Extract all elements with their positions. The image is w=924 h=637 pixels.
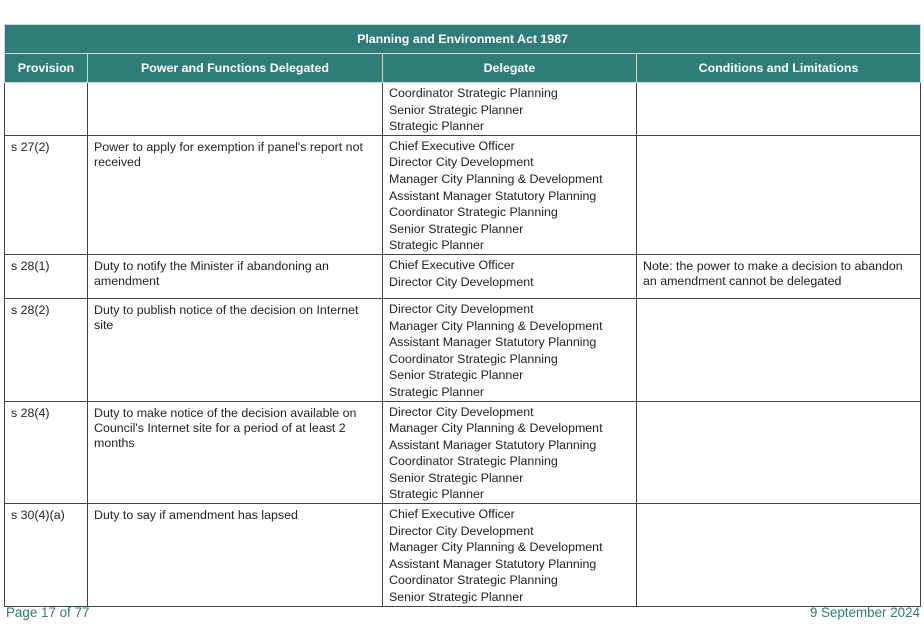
delegate-item: Coordinator Strategic Planning — [389, 351, 558, 366]
delegate-item: Director City Development — [389, 274, 534, 289]
provision-cell: s 27(2) — [4, 134, 88, 255]
power-cell: Power to apply for exemption if panel's … — [87, 134, 383, 255]
conditions-cell — [635, 297, 922, 402]
delegate-item: Senior Strategic Planner — [389, 221, 524, 236]
power-cell: Duty to say if amendment has lapsed — [87, 503, 383, 607]
delegate-item: Strategic Planner — [389, 487, 485, 502]
delegate-item: Manager City Planning & Development — [389, 421, 603, 436]
power-cell: Duty to make notice of the decision avai… — [87, 400, 383, 505]
delegate-item: Assistant Manager Statutory Planning — [389, 437, 597, 452]
header-provision: Provision — [4, 53, 88, 83]
delegate-item: Coordinator Strategic Planning — [389, 86, 558, 100]
document-date: 9 September 2024 — [809, 605, 920, 620]
table-row: s 27(2) Power to apply for exemption if … — [4, 134, 922, 255]
delegate-item: Manager City Planning & Development — [389, 540, 603, 555]
delegate-item: Coordinator Strategic Planning — [389, 205, 558, 220]
provision-cell: s 28(4) — [4, 400, 88, 505]
header-power: Power and Functions Delegated — [87, 53, 383, 83]
table-row: Coordinator Strategic Planning Senior St… — [4, 82, 922, 136]
delegate-item: Coordinator Strategic Planning — [389, 573, 558, 588]
table-row: s 30(4)(a) Duty to say if amendment has … — [4, 503, 922, 607]
page-number: Page 17 of 77 — [6, 605, 90, 620]
power-cell: Duty to publish notice of the decision o… — [87, 297, 383, 402]
delegate-item: Chief Executive Officer — [389, 507, 515, 522]
power-cell — [87, 82, 383, 136]
delegate-item: Director City Development — [389, 301, 534, 316]
table-row: s 28(1) Duty to notify the Minister if a… — [4, 253, 922, 299]
delegation-table: Planning and Environment Act 1987 Provis… — [3, 24, 922, 607]
conditions-cell: Note: the power to make a decision to ab… — [635, 253, 922, 299]
delegate-item: Coordinator Strategic Planning — [389, 454, 558, 469]
delegate-item: Strategic Planner — [389, 238, 485, 253]
delegate-item: Senior Strategic Planner — [389, 590, 524, 605]
delegate-cell: Chief Executive Officer Director City De… — [382, 503, 637, 607]
delegate-item: Senior Strategic Planner — [389, 470, 524, 485]
delegate-item: Senior Strategic Planner — [389, 102, 524, 117]
delegate-cell: Chief Executive Officer Director City De… — [382, 253, 637, 299]
delegate-item: Strategic Planner — [389, 119, 485, 134]
conditions-cell — [635, 503, 922, 607]
delegate-item: Manager City Planning & Development — [389, 318, 603, 333]
header-delegate: Delegate — [382, 53, 637, 83]
power-cell: Duty to notify the Minister if abandonin… — [87, 253, 383, 299]
table-row: s 28(4) Duty to make notice of the decis… — [4, 400, 922, 505]
delegate-cell: Coordinator Strategic Planning Senior St… — [382, 82, 637, 136]
delegate-item: Senior Strategic Planner — [389, 368, 524, 383]
delegate-item: Manager City Planning & Development — [389, 171, 603, 186]
provision-cell — [4, 82, 88, 136]
table-title: Planning and Environment Act 1987 — [3, 24, 922, 54]
delegate-cell: Chief Executive Officer Director City De… — [382, 134, 637, 255]
delegate-item: Assistant Manager Statutory Planning — [389, 188, 597, 203]
header-conditions: Conditions and Limitations — [635, 53, 922, 83]
delegate-item: Assistant Manager Statutory Planning — [389, 556, 597, 571]
delegate-item: Director City Development — [389, 155, 534, 170]
delegate-item: Chief Executive Officer — [389, 257, 515, 272]
conditions-cell — [635, 400, 922, 505]
provision-cell: s 28(1) — [4, 253, 88, 299]
conditions-cell — [635, 82, 922, 136]
delegate-item: Strategic Planner — [389, 384, 485, 399]
table-row: s 28(2) Duty to publish notice of the de… — [4, 297, 922, 402]
delegate-cell: Director City Development Manager City P… — [382, 297, 637, 402]
provision-cell: s 30(4)(a) — [4, 503, 88, 607]
provision-cell: s 28(2) — [4, 297, 88, 402]
delegate-cell: Director City Development Manager City P… — [382, 400, 637, 505]
delegate-item: Assistant Manager Statutory Planning — [389, 335, 597, 350]
delegate-item: Director City Development — [389, 404, 534, 419]
delegate-item: Chief Executive Officer — [389, 138, 515, 153]
delegate-item: Director City Development — [389, 523, 534, 538]
conditions-cell — [635, 134, 922, 255]
